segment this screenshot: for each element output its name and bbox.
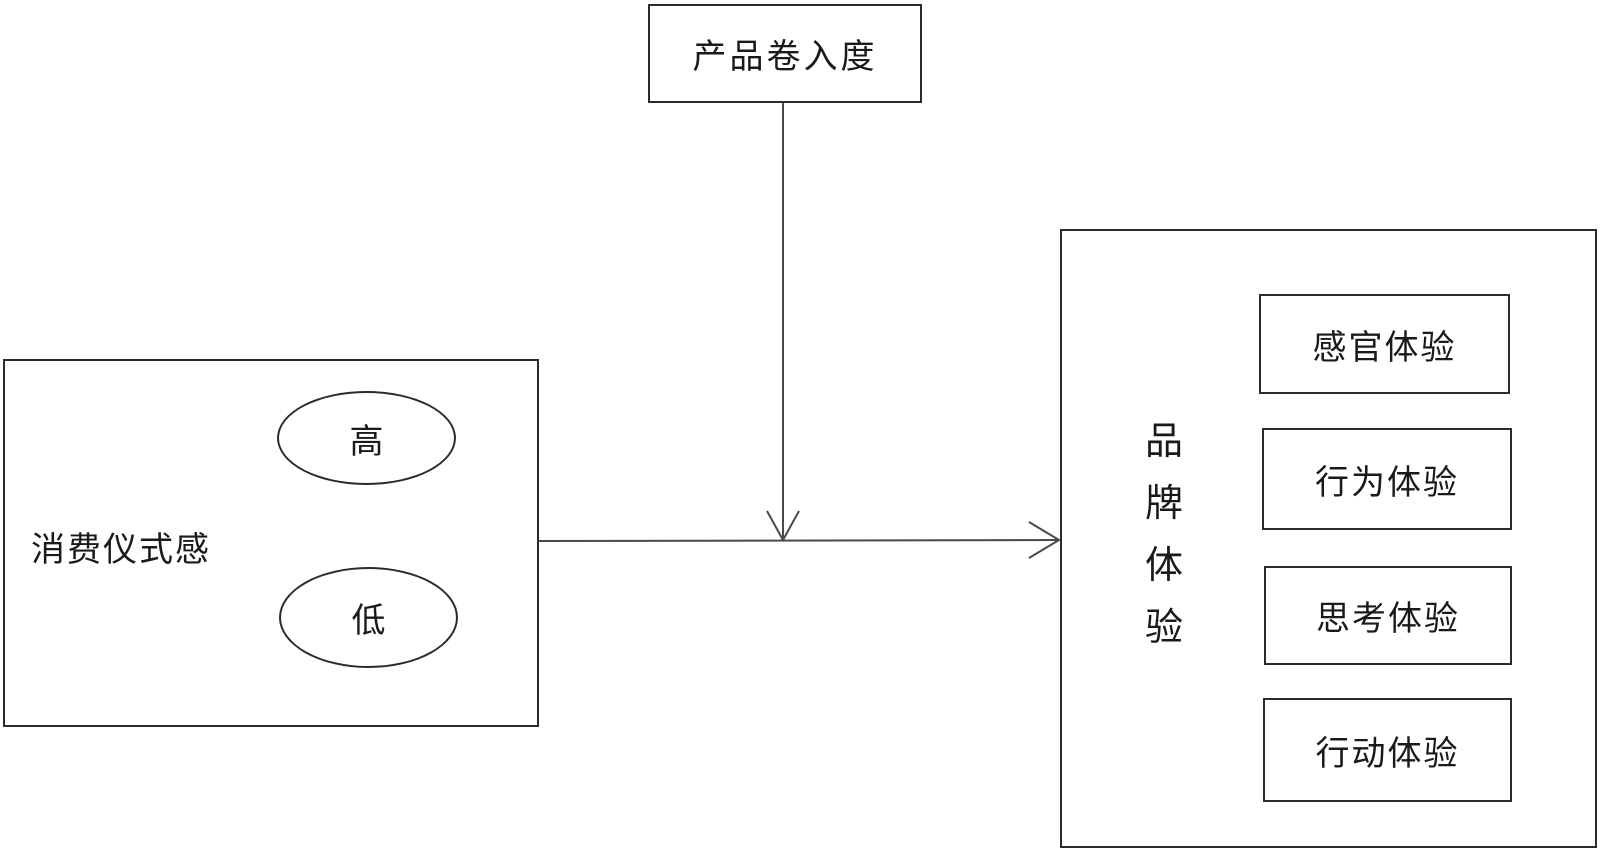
moderator-box: 产品卷入度 bbox=[648, 4, 922, 103]
dependent-label-char: 品 bbox=[1144, 419, 1183, 463]
dimension-label: 感官体验 bbox=[1312, 327, 1457, 368]
main-effect-arrow bbox=[538, 521, 1061, 559]
level-high-label: 高 bbox=[349, 421, 384, 462]
level-low-ellipse: 低 bbox=[279, 567, 458, 668]
moderation-arrow bbox=[766, 103, 800, 543]
dimension-label: 行动体验 bbox=[1315, 733, 1460, 774]
dimension-box-act: 行动体验 bbox=[1263, 698, 1512, 802]
dependent-label-char: 验 bbox=[1144, 605, 1183, 649]
independent-variable-label: 消费仪式感 bbox=[31, 530, 211, 570]
main-effect-arrowhead bbox=[1028, 521, 1061, 559]
level-low-label: 低 bbox=[351, 601, 386, 641]
dependent-variable-label: 品 牌 体 验 bbox=[1140, 422, 1188, 646]
dimension-label: 思考体验 bbox=[1316, 599, 1460, 639]
dimension-box-think: 思考体验 bbox=[1264, 566, 1512, 665]
level-high-ellipse: 高 bbox=[277, 391, 456, 485]
dimension-box-sensory: 感官体验 bbox=[1259, 294, 1510, 394]
main-effect-arrow-shaft bbox=[538, 539, 1059, 542]
moderator-label: 产品卷入度 bbox=[692, 37, 878, 77]
dimension-box-behavior: 行为体验 bbox=[1262, 428, 1512, 530]
dimension-label: 行为体验 bbox=[1315, 462, 1459, 503]
dependent-label-char: 牌 bbox=[1144, 481, 1183, 525]
dependent-label-char: 体 bbox=[1144, 543, 1183, 587]
